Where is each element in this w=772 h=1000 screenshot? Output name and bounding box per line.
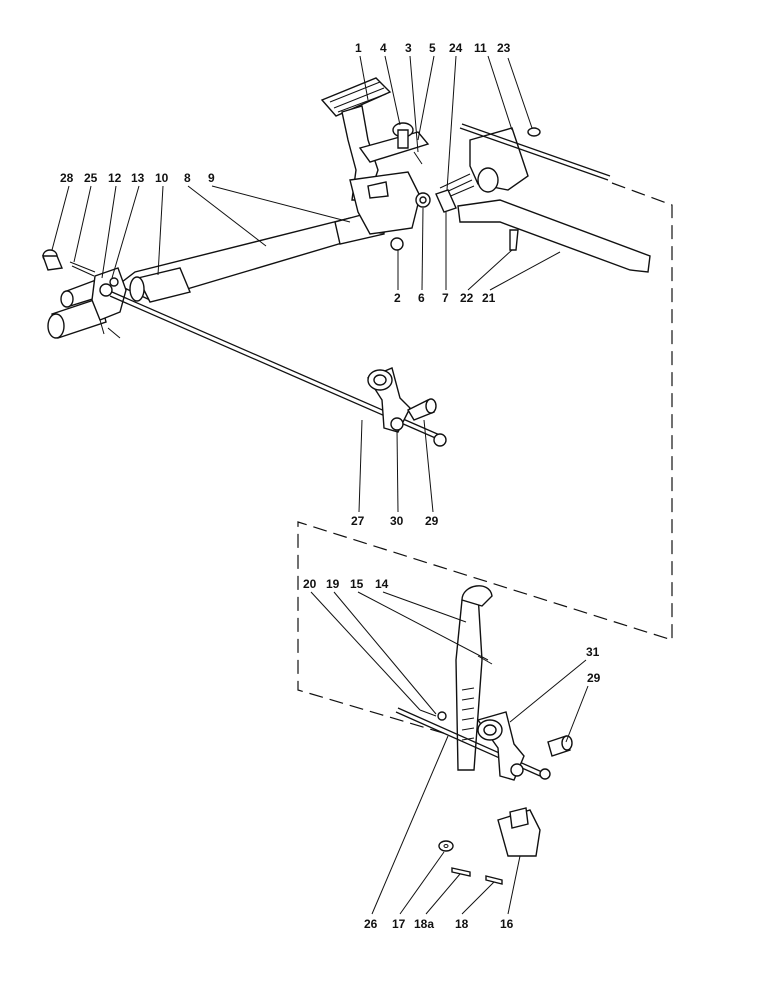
left-end-bracket <box>42 249 127 339</box>
loose-parts <box>438 807 541 885</box>
leader-lines <box>51 55 589 915</box>
callout-27: 27 <box>351 514 365 528</box>
callout-24: 24 <box>449 41 463 55</box>
callout-7: 7 <box>442 291 449 305</box>
callout-6: 6 <box>418 291 425 305</box>
callout-21: 21 <box>482 291 496 305</box>
callout-23: 23 <box>497 41 511 55</box>
callout-labels: 1 4 3 5 24 11 23 28 25 12 13 10 8 9 2 6 … <box>60 41 601 931</box>
callout-16: 16 <box>500 917 514 931</box>
pedal-hub <box>349 122 431 251</box>
callout-15: 15 <box>350 577 364 591</box>
callout-4: 4 <box>380 41 387 55</box>
callout-5: 5 <box>429 41 436 55</box>
lever-arm <box>435 123 651 273</box>
callout-20: 20 <box>303 577 317 591</box>
callout-26: 26 <box>364 917 378 931</box>
callout-22: 22 <box>460 291 474 305</box>
callout-31: 31 <box>586 645 600 659</box>
rod-lever <box>366 367 437 433</box>
callout-18: 18 <box>455 917 469 931</box>
callout-10: 10 <box>155 171 169 185</box>
dashed-group-boundary <box>297 182 673 736</box>
callout-19: 19 <box>326 577 340 591</box>
callout-18a: 18a <box>414 917 434 931</box>
callout-28: 28 <box>60 171 74 185</box>
callout-2: 2 <box>394 291 401 305</box>
callout-13: 13 <box>131 171 145 185</box>
callout-11: 11 <box>474 41 487 55</box>
lower-lever <box>419 585 493 771</box>
lower-shaft <box>395 707 573 781</box>
callout-1: 1 <box>355 41 362 55</box>
callout-29-lower: 29 <box>587 671 601 685</box>
callout-30: 30 <box>390 514 404 528</box>
callout-17: 17 <box>392 917 406 931</box>
callout-9: 9 <box>208 171 215 185</box>
callout-25: 25 <box>84 171 98 185</box>
callout-29-upper: 29 <box>425 514 439 528</box>
callout-14: 14 <box>375 577 389 591</box>
callout-12: 12 <box>108 171 122 185</box>
callout-3: 3 <box>405 41 412 55</box>
callout-8: 8 <box>184 171 191 185</box>
